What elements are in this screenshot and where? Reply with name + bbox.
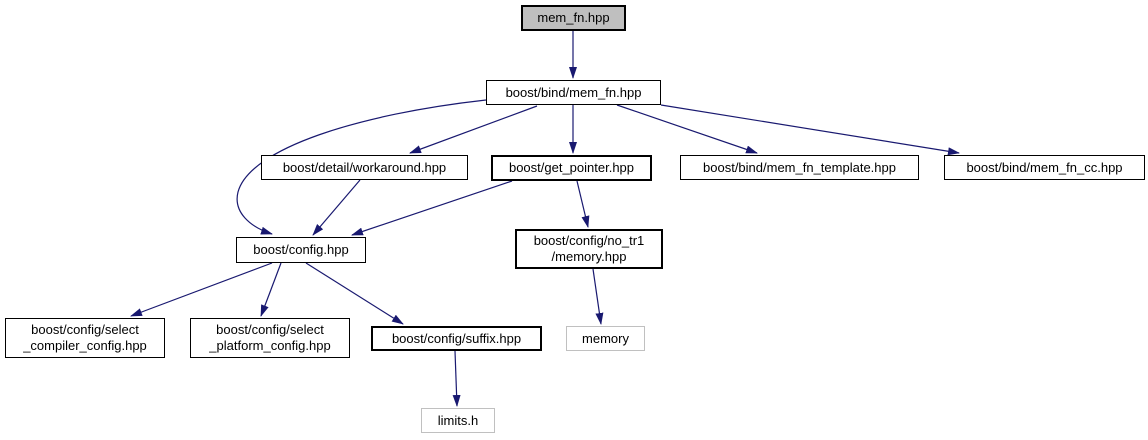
edge-suffix-to-limits [452, 350, 461, 407]
edge-config-to-suffix [305, 262, 404, 325]
graph-node-label: boost/get_pointer.hpp [508, 160, 635, 175]
graph-node-label: boost/config/suffix.hpp [391, 330, 522, 346]
graph-node-mem_fn: mem_fn.hpp [521, 5, 626, 31]
graph-node-label: _platform_config.hpp [209, 338, 331, 353]
edge-bind_mem_fn-to-mem_fn_cc [660, 104, 960, 156]
edge-get_pointer-to-no_tr1_memory [576, 180, 590, 228]
graph-node-label: limits.h [437, 412, 479, 428]
graph-node-label: mem_fn.hpp [537, 10, 610, 25]
graph-node-config[interactable]: boost/config.hpp [236, 237, 366, 263]
graph-node-bind_mem_fn[interactable]: boost/bind/mem_fn.hpp [486, 80, 661, 105]
graph-node-label: boost/config/select [216, 322, 324, 337]
graph-node-label: boost/config/no_tr1 [533, 233, 645, 248]
graph-node-label: boost/bind/mem_fn.hpp [505, 84, 642, 100]
graph-node-label: /memory.hpp [551, 249, 627, 264]
graph-node-workaround[interactable]: boost/detail/workaround.hpp [261, 155, 468, 180]
edge-workaround-to-config [312, 179, 361, 236]
graph-node-label: memory [582, 330, 629, 346]
graph-node-label: boost/config.hpp [253, 242, 349, 257]
graph-node-label: _compiler_config.hpp [23, 338, 147, 353]
graph-node-limits: limits.h [421, 408, 495, 433]
edge-get_pointer-to-config [351, 180, 513, 236]
graph-node-get_pointer[interactable]: boost/get_pointer.hpp [491, 155, 652, 181]
graph-node-label: boost/bind/mem_fn_template.hpp [703, 159, 896, 175]
edge-config-to-select_compiler [130, 262, 273, 317]
graph-node-no_tr1_memory[interactable]: boost/config/no_tr1/memory.hpp [515, 229, 663, 269]
graph-node-label: boost/detail/workaround.hpp [282, 159, 447, 175]
edge-bind_mem_fn-to-workaround [409, 105, 538, 154]
graph-node-memory: memory [566, 326, 645, 351]
graph-node-select_compiler[interactable]: boost/config/select_compiler_config.hpp [5, 318, 165, 358]
graph-node-label: boost/bind/mem_fn_cc.hpp [966, 159, 1123, 175]
edge-no_tr1_memory-to-memory [592, 268, 604, 325]
edge-bind_mem_fn-to-mem_fn_template [616, 104, 758, 154]
edge-bind_mem_fn-to-config [236, 99, 487, 235]
graph-node-suffix[interactable]: boost/config/suffix.hpp [371, 326, 542, 351]
graph-node-select_platform[interactable]: boost/config/select_platform_config.hpp [190, 318, 350, 358]
graph-node-label: boost/config/select [31, 322, 139, 337]
edge-config-to-select_platform [260, 262, 282, 317]
graph-node-mem_fn_cc[interactable]: boost/bind/mem_fn_cc.hpp [944, 155, 1145, 180]
graph-node-mem_fn_template[interactable]: boost/bind/mem_fn_template.hpp [680, 155, 919, 180]
